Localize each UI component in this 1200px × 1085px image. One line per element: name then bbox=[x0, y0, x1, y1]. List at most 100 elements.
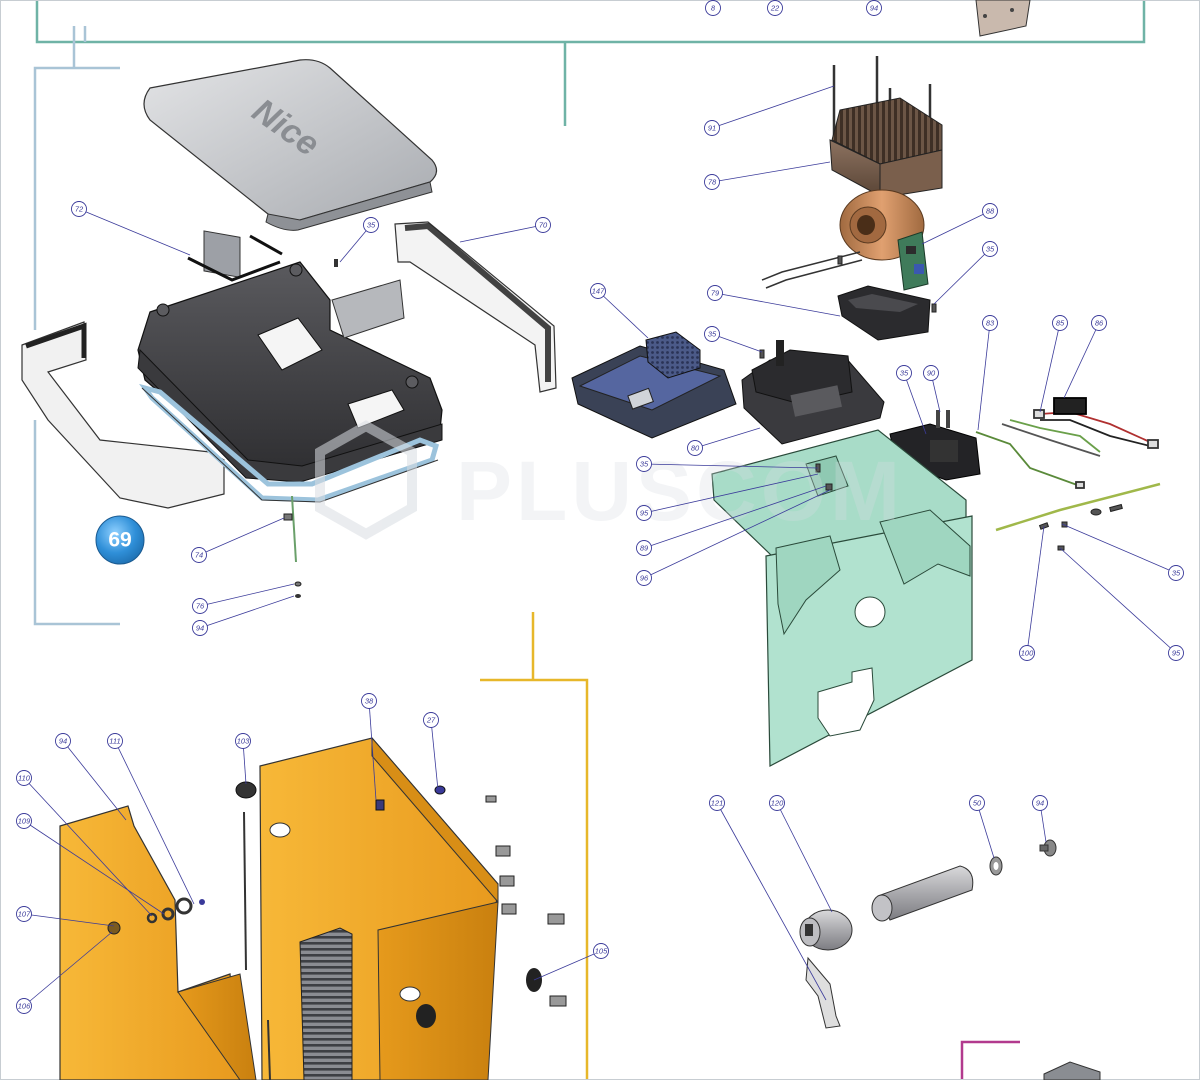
callout-label: 121 bbox=[711, 799, 724, 808]
callout-96: 96 bbox=[636, 570, 652, 586]
callout-circle bbox=[1032, 795, 1048, 811]
callout-121: 121 bbox=[709, 795, 725, 811]
callout-label: 27 bbox=[426, 716, 436, 725]
callout-8: 8 bbox=[705, 0, 721, 16]
callout-label: 94 bbox=[59, 737, 67, 746]
callout-50: 50 bbox=[969, 795, 985, 811]
callout-circle bbox=[636, 456, 652, 472]
callout-circle bbox=[590, 283, 606, 299]
callout-111: 111 bbox=[107, 733, 123, 749]
callout-label: 35 bbox=[900, 369, 909, 378]
leader-c-88 bbox=[921, 210, 991, 245]
frame-magenta bbox=[960, 1040, 1020, 1080]
callout-label: 94 bbox=[870, 4, 878, 13]
callout-circle bbox=[191, 547, 207, 563]
leader-c-86 bbox=[1063, 322, 1100, 399]
callout-circle bbox=[969, 795, 985, 811]
callout-label: 86 bbox=[1095, 319, 1104, 328]
callout-circle bbox=[705, 0, 721, 16]
leader-c-100 bbox=[1026, 525, 1045, 654]
leader-c-94-b bbox=[62, 740, 127, 821]
lock-screw-94 bbox=[1039, 839, 1057, 857]
callout-70: 70 bbox=[535, 217, 551, 233]
callout-circle bbox=[361, 693, 377, 709]
wire-harnesses bbox=[975, 397, 1161, 532]
callout-78: 78 bbox=[704, 174, 720, 190]
callout-circle bbox=[896, 365, 912, 381]
callout-circle bbox=[1168, 565, 1184, 581]
callout-35-e: 35 bbox=[636, 456, 652, 472]
callout-label: 96 bbox=[640, 574, 649, 583]
callout-circle bbox=[71, 201, 87, 217]
callout-label: 88 bbox=[986, 207, 995, 216]
leader-c-35-f bbox=[1061, 523, 1177, 574]
callout-label: 94 bbox=[1036, 799, 1044, 808]
callout-79: 79 bbox=[707, 285, 723, 301]
leader-c-105 bbox=[533, 950, 602, 981]
callout-label: 110 bbox=[18, 774, 31, 783]
callout-88: 88 bbox=[982, 203, 998, 219]
callout-label: 107 bbox=[18, 910, 31, 919]
gasket-part-72 bbox=[187, 234, 283, 282]
lock-washer-50 bbox=[989, 856, 1003, 876]
top-cover-nice: Nice bbox=[143, 59, 438, 278]
callout-86: 86 bbox=[1091, 315, 1107, 331]
callout-label: 35 bbox=[367, 221, 376, 230]
leader-lines bbox=[23, 85, 1177, 1007]
callout-circle bbox=[1019, 645, 1035, 661]
top-strip-bracket bbox=[975, 0, 1031, 37]
callout-label: 94 bbox=[196, 624, 204, 633]
callout-label: 100 bbox=[1021, 649, 1034, 658]
leader-c-147 bbox=[597, 290, 649, 339]
callout-circle bbox=[709, 795, 725, 811]
callout-circle bbox=[1168, 645, 1184, 661]
callout-107: 107 bbox=[16, 906, 32, 922]
callout-circle bbox=[235, 733, 251, 749]
callout-147: 147 bbox=[590, 283, 606, 299]
callout-label: 120 bbox=[771, 799, 784, 808]
callout-105: 105 bbox=[593, 943, 609, 959]
callout-22: 22 bbox=[767, 0, 783, 16]
side-trim-69-left bbox=[21, 321, 225, 509]
callout-74: 74 bbox=[191, 547, 207, 563]
callout-circle bbox=[16, 906, 32, 922]
leader-c-70 bbox=[459, 224, 544, 243]
leader-c-94-a bbox=[199, 595, 295, 629]
callout-circle bbox=[866, 0, 882, 16]
callout-72: 72 bbox=[71, 201, 87, 217]
callout-35-f: 35 bbox=[1168, 565, 1184, 581]
callout-label: 79 bbox=[711, 289, 720, 298]
callout-label: 147 bbox=[592, 287, 605, 296]
callout-76: 76 bbox=[192, 598, 208, 614]
callout-label: 35 bbox=[640, 460, 649, 469]
callout-circle bbox=[707, 285, 723, 301]
leader-c-91 bbox=[711, 85, 835, 129]
callout-circle bbox=[704, 326, 720, 342]
motor-cable bbox=[761, 251, 863, 289]
callout-circle bbox=[636, 505, 652, 521]
callout-label: 22 bbox=[770, 4, 780, 13]
callout-106: 106 bbox=[16, 998, 32, 1014]
leader-c-89 bbox=[643, 485, 827, 549]
leader-c-35-e bbox=[643, 463, 819, 469]
bracket-79 bbox=[837, 285, 931, 341]
leader-c-109 bbox=[23, 820, 165, 915]
callout-35-b: 35 bbox=[982, 241, 998, 257]
lock-key-121 bbox=[805, 956, 841, 1029]
callout-label: 109 bbox=[18, 817, 31, 826]
callout-label: 103 bbox=[237, 737, 250, 746]
frame-yellow bbox=[480, 612, 589, 1080]
callout-label: 50 bbox=[973, 799, 982, 808]
callout-label: 38 bbox=[365, 697, 374, 706]
callout-circle bbox=[704, 174, 720, 190]
callout-circle bbox=[687, 440, 703, 456]
leader-c-111 bbox=[114, 740, 195, 905]
leader-c-27 bbox=[430, 719, 439, 791]
callout-label: 105 bbox=[595, 947, 608, 956]
callout-85: 85 bbox=[1052, 315, 1068, 331]
callout-83: 83 bbox=[982, 315, 998, 331]
screws-left bbox=[283, 259, 338, 598]
leader-c-83 bbox=[977, 322, 991, 431]
